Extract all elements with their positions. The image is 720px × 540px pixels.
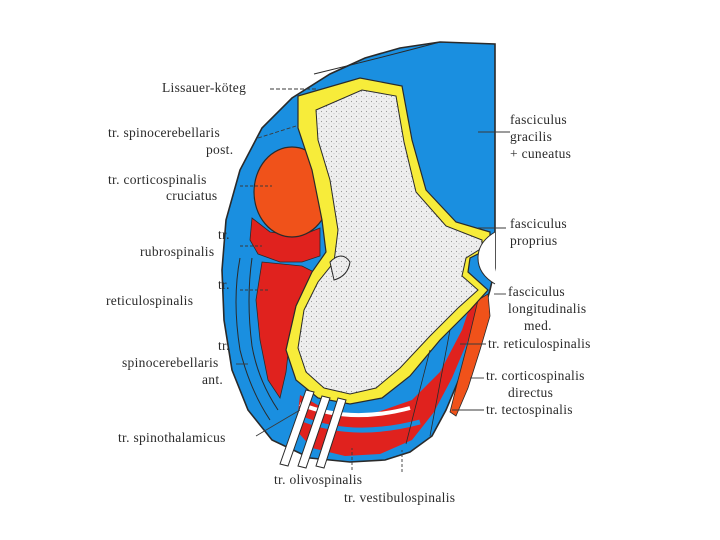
label-corticospinalis-dir-1: tr. corticospinalis [486,368,585,383]
label-proprius-2: proprius [510,233,557,248]
leader-lines [236,88,510,472]
label-gracilis-3: + cuneatus [510,146,571,161]
label-longitudinalis-2: longitudinalis [508,301,586,316]
label-spinocerebellaris-post-1: tr. spinocerebellaris [108,125,220,140]
tract-divider-1 [405,349,431,445]
label-corticospinalis-cruc-1: tr. corticospinalis [108,172,207,187]
label-longitudinalis-3: med. [524,318,552,333]
lateral-horn-notch [329,255,351,281]
tract-divider-2 [429,329,451,437]
label-spinocerebellaris-ant-2: spinocerebellaris [122,355,219,370]
label-proprius-1: fasciculus [510,216,567,231]
anterior-median-notch [477,231,496,285]
label-tectospinalis: tr. tectospinalis [486,402,573,417]
dorsal-surface-line [313,41,441,75]
label-spinocerebellaris-ant-3: ant. [202,372,223,387]
label-reticulospinalis-r: tr. reticulospinalis [488,336,591,351]
label-longitudinalis-1: fasciculus [508,284,565,299]
label-spinocerebellaris-ant-1: tr. [218,338,230,353]
label-corticospinalis-dir-2: directus [508,385,553,400]
label-reticulospinalis-l-1: tr. [218,277,230,292]
corticospinalis-directus-tract [449,293,491,417]
spinocerebellaris-anterior-divider [235,257,271,421]
label-vestibulospinalis: tr. vestibulospinalis [344,490,455,505]
label-gracilis-2: gracilis [510,129,552,144]
spinocerebellaris-anterior-inner [248,257,279,411]
label-spinothalamicus: tr. spinothalamicus [118,430,226,445]
label-rubrospinalis-1: tr. [218,227,230,242]
label-reticulospinalis-l-2: reticulospinalis [106,293,193,308]
label-corticospinalis-cruc-2: cruciatus [166,188,217,203]
label-rubrospinalis-2: rubrospinalis [140,244,214,259]
anterior-rootlets [279,389,347,469]
vestibulospinalis-band [299,415,421,433]
label-olivospinalis: tr. olivospinalis [274,472,362,487]
label-lissauer: Lissauer-köteg [162,80,246,95]
olivospinalis-band [299,402,411,418]
label-gracilis-1: fasciculus [510,112,567,127]
label-spinocerebellaris-post-2: post. [206,142,233,157]
